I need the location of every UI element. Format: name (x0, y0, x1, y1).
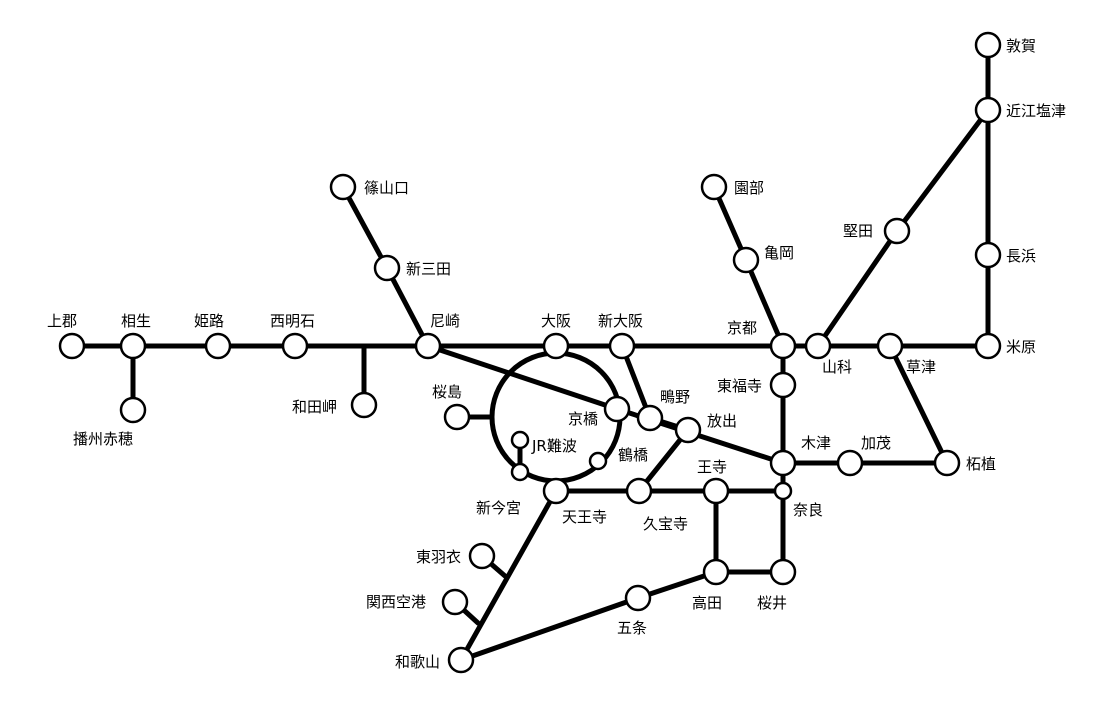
station-gojo-marker[interactable] (624, 584, 652, 612)
label-wadamisaki: 和田岬 (292, 398, 337, 416)
station-nagahama-marker[interactable] (974, 241, 1002, 269)
station-takada-marker[interactable] (702, 558, 730, 586)
station-himeji-marker[interactable] (204, 332, 232, 360)
station-tsuge-marker[interactable] (933, 449, 961, 477)
station-omi-shiotsu-marker[interactable] (974, 96, 1002, 124)
label-aioi: 相生 (121, 312, 151, 330)
station-aioi-marker[interactable] (119, 332, 147, 360)
label-kamigori: 上郡 (47, 312, 77, 330)
station-sakurai-marker[interactable] (769, 558, 797, 586)
label-nara: 奈良 (793, 501, 823, 519)
station-kamo-marker[interactable] (836, 449, 864, 477)
label-omi-shiotsu: 近江塩津 (1006, 102, 1066, 120)
station-wadamisaki-marker[interactable] (350, 391, 378, 419)
station-labels: 敦賀 近江塩津 長浜 米原 堅田 山科 草津 柘植 園部 亀岡 京都 東福寺 木… (47, 37, 1066, 671)
line-wakayama-gojo (458, 569, 719, 663)
station-sasayamaguchi-marker[interactable] (329, 173, 357, 201)
station-shin-osaka-marker[interactable] (608, 332, 636, 360)
station-kameoka-marker[interactable] (732, 246, 760, 274)
station-shigino-marker[interactable] (636, 404, 664, 432)
station-kusatsu-marker[interactable] (876, 332, 904, 360)
label-kizu: 木津 (801, 434, 831, 452)
label-shin-imamiya: 新今宮 (476, 499, 521, 517)
label-kyuhoji: 久宝寺 (643, 515, 688, 533)
label-kusatsu: 草津 (906, 358, 936, 376)
label-nagahama: 長浜 (1006, 247, 1036, 265)
station-tsuruga-marker[interactable] (974, 31, 1002, 59)
station-yamashina-marker[interactable] (804, 332, 832, 360)
label-osaka: 大阪 (541, 312, 571, 330)
station-katata-marker[interactable] (883, 217, 911, 245)
label-takada: 高田 (692, 594, 722, 612)
label-tsuruhashi: 鶴橋 (618, 446, 648, 464)
label-tsuruga: 敦賀 (1006, 37, 1036, 55)
label-shin-osaka: 新大阪 (598, 312, 643, 330)
station-maibara-marker[interactable] (974, 332, 1002, 360)
label-sakurajima: 桜島 (432, 383, 462, 401)
label-kameoka: 亀岡 (764, 244, 794, 262)
label-sasayamaguchi: 篠山口 (364, 179, 409, 197)
label-shin-sanda: 新三田 (406, 260, 451, 278)
label-kyobashi: 京橋 (568, 410, 598, 428)
label-kamo: 加茂 (861, 434, 891, 452)
label-wakayama: 和歌山 (395, 653, 440, 671)
station-amagasaki-marker[interactable] (414, 332, 442, 360)
station-markers (58, 31, 1002, 674)
label-tennoji: 天王寺 (562, 508, 607, 526)
station-wakayama-marker[interactable] (447, 646, 475, 674)
station-kyuhoji-marker[interactable] (625, 477, 653, 505)
label-tsuge: 柘植 (966, 455, 996, 473)
station-nishi-akashi-marker[interactable] (281, 332, 309, 360)
station-shin-imamiya-marker[interactable] (510, 462, 530, 482)
label-sakurai: 桜井 (757, 594, 787, 612)
label-oji: 王寺 (697, 458, 727, 476)
station-kizu-marker[interactable] (769, 449, 797, 477)
station-nara-marker[interactable] (773, 481, 793, 501)
station-osaka-marker[interactable] (542, 332, 570, 360)
label-katata: 堅田 (843, 222, 873, 240)
station-higashi-hagoromo-marker[interactable] (468, 542, 496, 570)
line-kosei (815, 42, 991, 349)
label-jr-namba: JR難波 (531, 437, 577, 455)
station-hanaten-marker[interactable] (674, 416, 702, 444)
station-kyobashi-marker[interactable] (603, 395, 631, 423)
label-hanaten: 放出 (707, 412, 737, 430)
label-gojo: 五条 (617, 619, 647, 637)
station-sakurajima-marker[interactable] (443, 403, 471, 431)
label-banshu-ako: 播州赤穂 (73, 430, 133, 448)
label-maibara: 米原 (1006, 338, 1036, 356)
station-tennoji-marker[interactable] (542, 477, 570, 505)
station-shin-sanda-marker[interactable] (373, 254, 401, 282)
label-kyoto: 京都 (727, 319, 757, 337)
line-hanwa (458, 488, 559, 663)
label-yamashina: 山科 (822, 358, 852, 376)
label-higashi-fukuchiyama: 東福寺 (717, 377, 762, 395)
line-wakayama (713, 488, 786, 575)
label-amagasaki: 尼崎 (430, 312, 460, 330)
label-himeji: 姫路 (194, 312, 224, 330)
label-sonobe: 園部 (734, 179, 764, 197)
label-nishi-akashi: 西明石 (270, 312, 315, 330)
station-kansai-airport-marker[interactable] (441, 588, 469, 616)
label-kansai-airport: 関西空港 (366, 593, 426, 611)
station-kamigori-marker[interactable] (58, 332, 86, 360)
line-kusatsu (887, 343, 950, 466)
station-banshu-ako-marker[interactable] (119, 396, 147, 424)
station-kyoto-marker[interactable] (769, 332, 797, 360)
label-higashi-hagoromo: 東羽衣 (416, 548, 461, 566)
station-higashi-fukuchiyama-marker[interactable] (769, 371, 797, 399)
station-jr-namba-marker[interactable] (510, 430, 530, 450)
station-sonobe-marker[interactable] (700, 173, 728, 201)
label-shigino: 鴫野 (660, 388, 690, 406)
station-oji-marker[interactable] (702, 477, 730, 505)
station-tsuruhashi-marker[interactable] (588, 451, 608, 471)
